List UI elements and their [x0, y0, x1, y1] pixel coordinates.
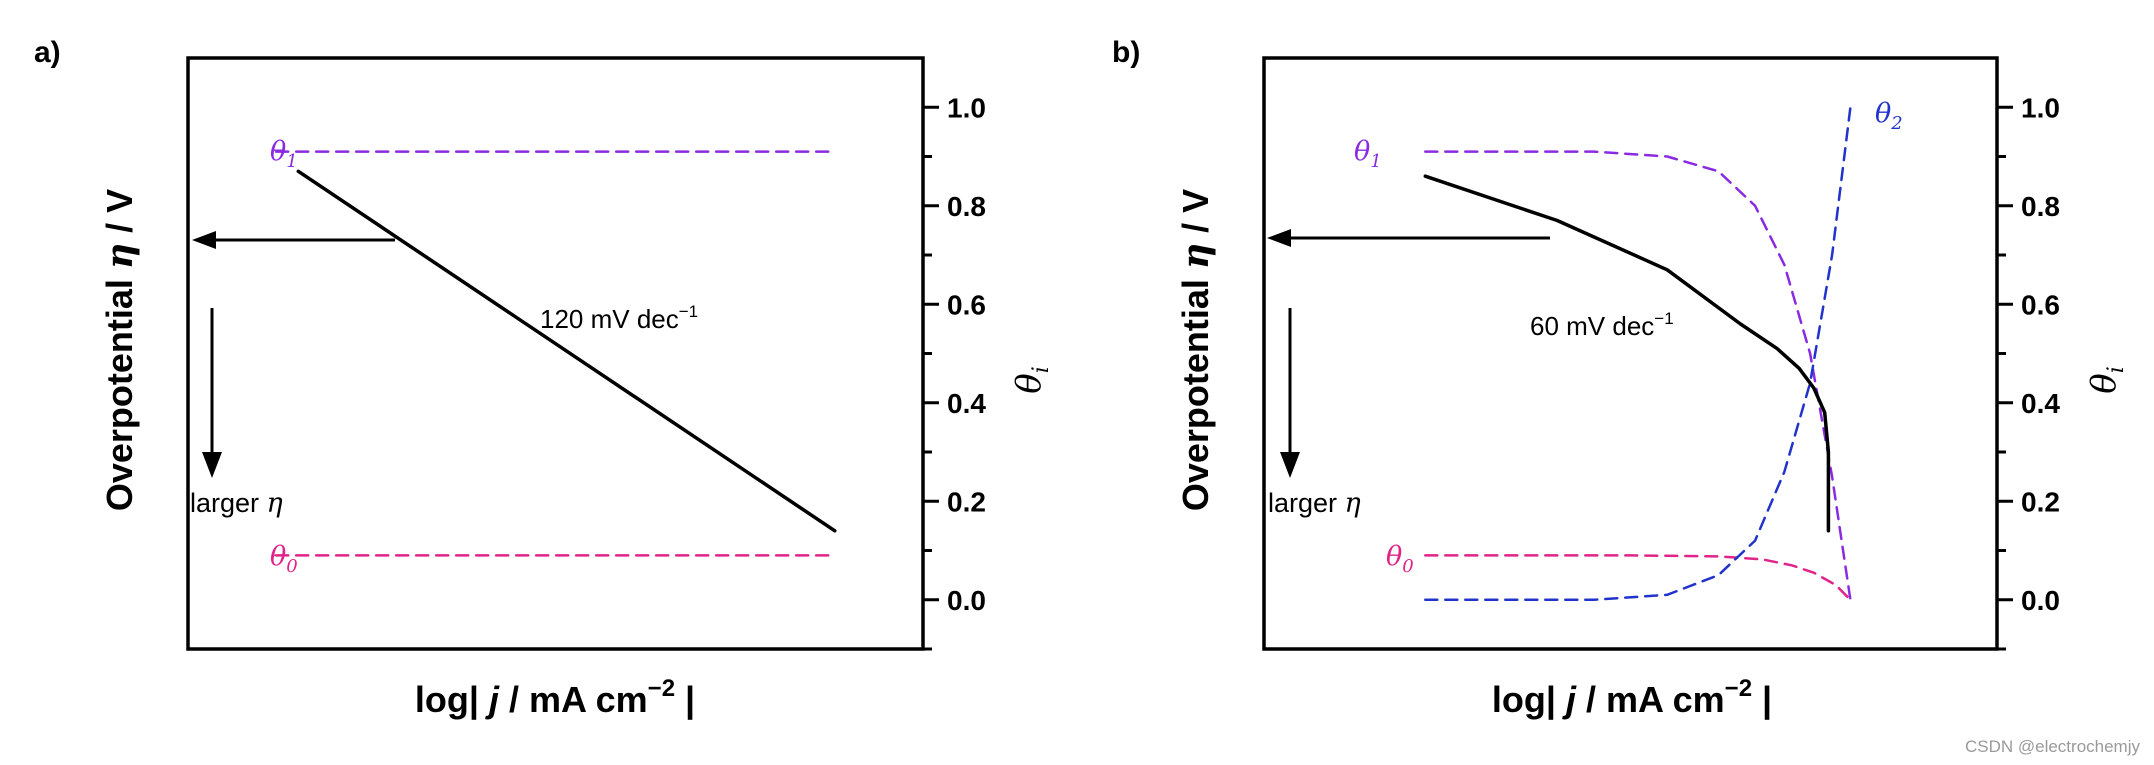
slope-annotation-b: 60 mV dec−1 — [1530, 309, 1674, 341]
right-tick-label: 0.0 — [2021, 585, 2060, 616]
right-tick-label: 1.0 — [947, 92, 986, 123]
right-ticks-b: 0.0 0.2 0.4 0.6 0.8 1.0 — [1997, 92, 2060, 651]
panel-a: a) 0.0 0.2 0.4 0.6 0.8 1.0 Overpotential η / … — [34, 36, 1054, 721]
down-arrow-b — [1280, 308, 1300, 478]
theta2-label-b: θ2 — [1875, 98, 1903, 134]
right-ticks-a: 0.0 0.2 0.4 0.6 0.8 1.0 — [923, 92, 986, 651]
right-tick-label: 0.4 — [2021, 388, 2060, 419]
left-arrow-b — [1267, 229, 1550, 247]
panel-b: b) 0.0 0.2 0.4 0.6 0.8 1.0 Overpotential η / … — [1112, 36, 2129, 721]
right-tick-label: 0.2 — [947, 486, 986, 517]
watermark: CSDN @electrochemjy — [1965, 737, 2141, 756]
right-tick-label: 0.8 — [2021, 191, 2060, 222]
panel-label-b: b) — [1112, 36, 1140, 69]
right-tick-label: 0.2 — [2021, 486, 2060, 517]
down-arrow-a — [202, 308, 222, 478]
y-axis-label-right-b: θi — [2084, 366, 2129, 394]
right-tick-label: 1.0 — [2021, 92, 2060, 123]
y-axis-label-left-a: Overpotential η / V — [99, 189, 141, 511]
plot-frame-b — [1262, 56, 1999, 651]
y-axis-label-left-b: Overpotential η / V — [1175, 189, 1217, 511]
x-axis-label-b: log| j / mA cm−2 | — [1492, 675, 1772, 721]
larger-eta-label-b: larger η — [1268, 488, 1361, 519]
theta0-label-b: θ0 — [1386, 541, 1414, 577]
panel-label-a: a) — [34, 36, 61, 69]
right-tick-label: 0.4 — [947, 388, 986, 419]
theta2-dashed-line-b — [1424, 106, 1852, 602]
plot-frame-a — [186, 56, 925, 651]
theta1-dashed-line-b — [1424, 150, 1852, 602]
x-axis-label-a: log| j / mA cm−2 | — [415, 675, 695, 721]
larger-eta-label-a: larger η — [190, 488, 283, 519]
overpotential-curve-b — [1423, 174, 1831, 533]
left-arrow-a — [192, 231, 395, 249]
right-tick-label: 0.8 — [947, 191, 986, 222]
curves-a — [274, 150, 837, 557]
theta1-label-a: θ1 — [270, 136, 298, 172]
right-tick-label: 0.6 — [947, 289, 986, 320]
y-axis-label-right-a: θi — [1009, 366, 1054, 394]
right-tick-label: 0.6 — [2021, 289, 2060, 320]
theta1-label-b: θ1 — [1354, 136, 1382, 172]
theta0-dashed-line-b — [1424, 554, 1852, 602]
curves-b — [1423, 106, 1852, 602]
overpotential-curve-a — [296, 169, 837, 533]
slope-annotation-a: 120 mV dec−1 — [540, 302, 698, 334]
theta0-label-a: θ0 — [270, 541, 298, 577]
right-tick-label: 0.0 — [947, 585, 986, 616]
